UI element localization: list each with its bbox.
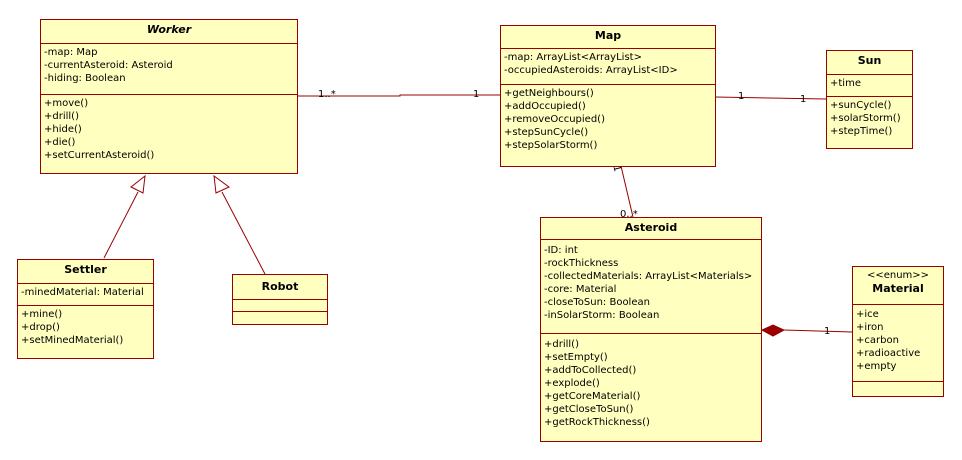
attributes-section: -map: Map -currentAsteroid: Asteroid -hi… — [41, 44, 297, 95]
operation: +die() — [44, 137, 76, 148]
attributes-section: -minedMaterial: Material — [18, 284, 153, 306]
enum-literal: +ice — [856, 309, 879, 320]
operation: +addOccupied() — [504, 101, 586, 112]
enum-literal: +radioactive — [856, 348, 921, 359]
association-map-asteroid — [620, 165, 634, 218]
operation: +stepTime() — [830, 126, 893, 137]
attribute: -rockThickness — [544, 258, 619, 269]
class-name: Worker — [146, 23, 192, 36]
association-map-sun — [714, 96, 827, 100]
attribute: -currentAsteroid: Asteroid — [44, 60, 173, 71]
multiplicity-map-end-sun: 1 — [738, 91, 745, 102]
generalization-robot-worker — [221, 191, 266, 275]
class-name: Asteroid — [624, 221, 678, 234]
class-robot[interactable]: Robot — [232, 274, 328, 325]
enum-literal: +carbon — [856, 335, 899, 346]
attribute: -hiding: Boolean — [44, 73, 126, 84]
class-settler[interactable]: Settler -minedMaterial: Material +mine()… — [17, 259, 154, 359]
operation: +getNeighbours() — [504, 88, 594, 99]
operation: +getCloseToSun() — [544, 404, 634, 415]
class-name: Map — [594, 29, 622, 42]
operations-section: +drill() +setEmpty() +addToCollected() +… — [541, 334, 761, 431]
attribute: -occupiedAsteroids: ArrayList<ID> — [504, 65, 678, 76]
operations-section: +mine() +drop() +setMinedMaterial() — [18, 306, 153, 349]
operations-section — [233, 312, 327, 324]
operation: +drop() — [21, 322, 60, 333]
operations-section: +sunCycle() +solarStorm() +stepTime() — [827, 97, 912, 140]
class-header: Settler — [18, 260, 153, 284]
attribute: -minedMaterial: Material — [21, 287, 144, 298]
class-header: Asteroid — [541, 218, 761, 240]
class-header: Worker — [41, 20, 297, 44]
operation: +drill() — [44, 111, 79, 122]
operation: +mine() — [21, 309, 63, 320]
attributes-section: +time — [827, 75, 912, 97]
multiplicity-asteroid-end: 0..* — [620, 209, 638, 220]
operation: +stepSunCycle() — [504, 127, 589, 138]
operation: +setMinedMaterial() — [21, 335, 124, 346]
attributes-section: +ice +iron +carbon +radioactive +empty — [853, 305, 943, 382]
composition-asteroid-material — [783, 329, 853, 333]
composition-diamond — [760, 324, 786, 337]
class-header: Map — [501, 26, 715, 49]
operation: +sunCycle() — [830, 100, 892, 111]
class-name: Robot — [261, 280, 299, 293]
class-asteroid[interactable]: Asteroid -ID: int -rockThickness -collec… — [540, 217, 762, 442]
operation: +stepSolarStorm() — [504, 140, 598, 151]
operation: +setCurrentAsteroid() — [44, 150, 155, 161]
operation: +solarStorm() — [830, 113, 901, 124]
attribute: -closeToSun: Boolean — [544, 297, 650, 308]
class-sun[interactable]: Sun +time +sunCycle() +solarStorm() +ste… — [826, 50, 913, 149]
class-header: Sun — [827, 51, 912, 75]
attribute: -map: ArrayList<ArrayList> — [504, 52, 642, 63]
class-name: Sun — [857, 54, 882, 67]
attributes-section: -map: ArrayList<ArrayList> -occupiedAste… — [501, 49, 715, 85]
class-header: Robot — [233, 275, 327, 300]
operation: +setEmpty() — [544, 352, 608, 363]
class-name: Settler — [64, 263, 107, 276]
operation: +getRockThickness() — [544, 417, 650, 428]
operation: +move() — [44, 98, 89, 109]
multiplicity-map-end-worker: 1 — [473, 89, 480, 100]
operation: +addToCollected() — [544, 365, 637, 376]
multiplicity-sun-end: 1 — [800, 94, 807, 105]
operation: +getCoreMaterial() — [544, 391, 641, 402]
operation: +hide() — [44, 124, 82, 135]
generalization-arrowhead-robot — [213, 174, 230, 194]
attribute: -inSolarStorm: Boolean — [544, 310, 660, 321]
class-name: Material — [872, 282, 924, 295]
operation: +drill() — [544, 339, 579, 350]
generalization-arrowhead-settler — [130, 174, 146, 194]
class-map[interactable]: Map -map: ArrayList<ArrayList> -occupied… — [500, 25, 716, 167]
class-header: <<enum>> Material — [853, 267, 943, 305]
generalization-settler-worker — [103, 191, 139, 259]
operation: +removeOccupied() — [504, 114, 605, 125]
operations-section: +move() +drill() +hide() +die() +setCurr… — [41, 95, 297, 164]
operation: +explode() — [544, 378, 600, 389]
attribute: +time — [830, 78, 861, 89]
attribute: -map: Map — [44, 47, 98, 58]
attribute: -collectedMaterials: ArrayList<Materials… — [544, 271, 753, 282]
attribute: -ID: int — [544, 245, 578, 256]
class-worker[interactable]: Worker -map: Map -currentAsteroid: Aster… — [40, 19, 298, 174]
multiplicity-worker-end: 1..* — [318, 89, 336, 100]
operations-section: +getNeighbours() +addOccupied() +removeO… — [501, 85, 715, 154]
class-material[interactable]: <<enum>> Material +ice +iron +carbon +ra… — [852, 266, 944, 397]
class-stereotype: <<enum>> — [866, 270, 930, 281]
operations-section — [853, 382, 943, 386]
multiplicity-material-end: 1 — [824, 326, 831, 337]
enum-literal: +empty — [856, 361, 897, 372]
enum-literal: +iron — [856, 322, 884, 333]
attribute: -core: Material — [544, 284, 617, 295]
attributes-section: -ID: int -rockThickness -collectedMateri… — [541, 240, 761, 334]
attributes-section — [233, 300, 327, 312]
association-worker-map — [297, 94, 500, 97]
